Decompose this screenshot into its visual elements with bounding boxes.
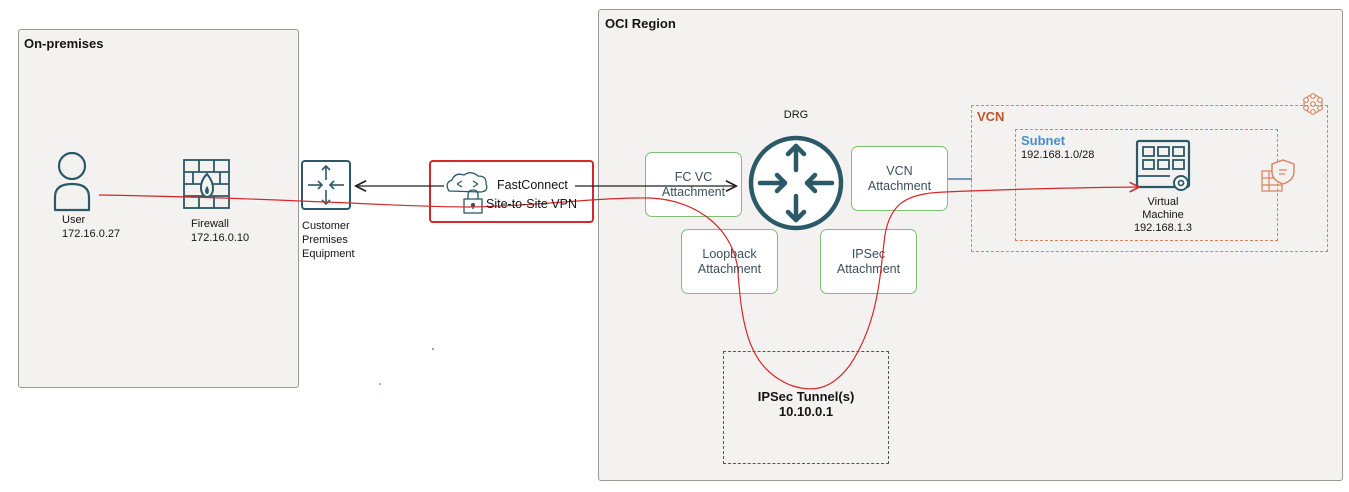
subnet-cidr: 192.168.1.0/28: [1021, 149, 1095, 161]
fastconnect-label: FastConnect: [497, 178, 568, 192]
ipsec-tunnel-title: IPSec Tunnel(s): [757, 389, 855, 404]
user-name: User: [62, 214, 86, 226]
subnet-title: Subnet: [1021, 133, 1066, 148]
user-ip: 172.16.0.27: [62, 228, 121, 240]
drg-title: DRG: [783, 109, 809, 121]
cpe-label-line2: Premises: [302, 234, 348, 246]
firewall-name: Firewall: [191, 218, 229, 230]
on-premises-title: On-premises: [24, 36, 104, 51]
vcn-title: VCN: [977, 109, 1005, 124]
firewall-ip: 172.16.0.10: [191, 232, 250, 244]
vm-ip: 192.168.1.3: [1133, 222, 1193, 234]
vpn-label: Site-to-Site VPN: [486, 197, 578, 211]
cpe-label-line1: Customer: [302, 220, 350, 232]
cpe-label-line3: Equipment: [302, 248, 355, 260]
oci-region-title: OCI Region: [605, 16, 676, 31]
router-icon: [301, 160, 351, 210]
ipsec-tunnel-ip: 10.10.0.1: [778, 404, 834, 419]
on-premises-panel: [18, 29, 299, 388]
vm-label-line2: Machine: [1142, 209, 1184, 221]
vm-label-line1: Virtual: [1147, 196, 1179, 208]
